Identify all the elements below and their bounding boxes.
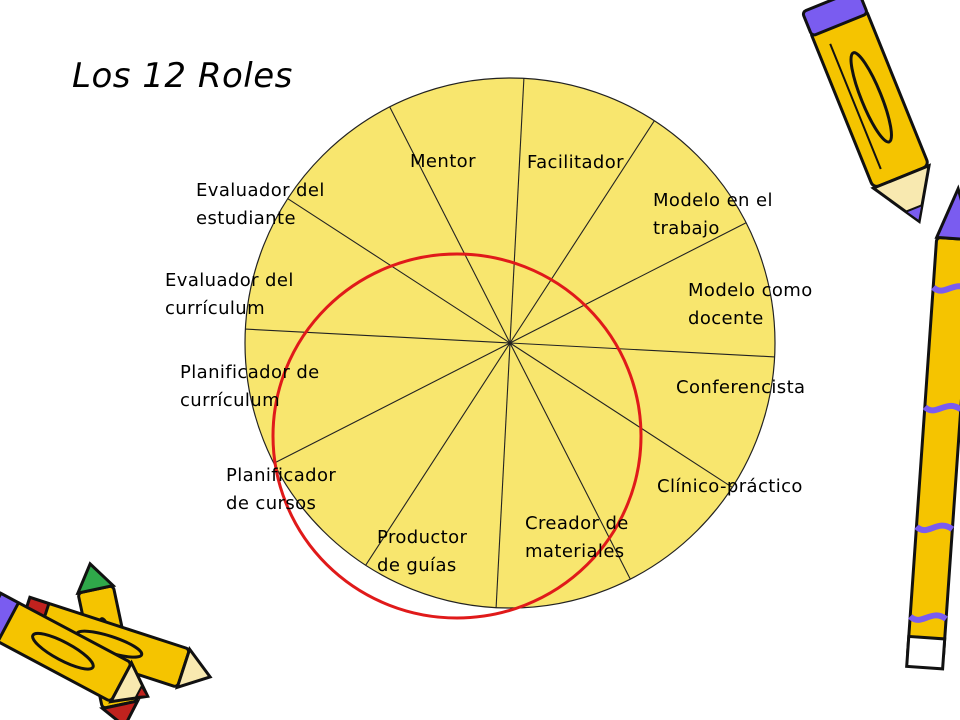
wheel-spoke xyxy=(509,78,525,344)
role-label-facilitador: Facilitador xyxy=(527,152,624,173)
wheel-spoke xyxy=(509,342,775,358)
wheel-spoke xyxy=(365,342,511,566)
wheel-spoke xyxy=(509,120,655,344)
wheel-spoke xyxy=(389,106,511,344)
page-title: Los 12 Roles xyxy=(72,56,293,96)
wheel-spoke xyxy=(245,328,511,344)
highlight-circle xyxy=(271,252,643,620)
pencil-icon xyxy=(801,0,931,225)
wheel-spoke xyxy=(509,222,747,344)
wheel-spoke xyxy=(287,198,511,344)
role-label-clinico-practico: Clínico-práctico xyxy=(657,476,803,497)
wheel-spoke xyxy=(273,342,511,464)
wheel-spoke xyxy=(509,342,733,488)
wheel-spoke xyxy=(495,342,511,608)
pencil-icon xyxy=(0,591,150,704)
wheel-spokes xyxy=(245,78,775,608)
role-label-conferencista: Conferencista xyxy=(676,377,806,398)
wheel-spoke xyxy=(509,342,631,580)
role-label-mentor: Mentor xyxy=(410,151,476,172)
pencil-icon xyxy=(905,184,960,671)
